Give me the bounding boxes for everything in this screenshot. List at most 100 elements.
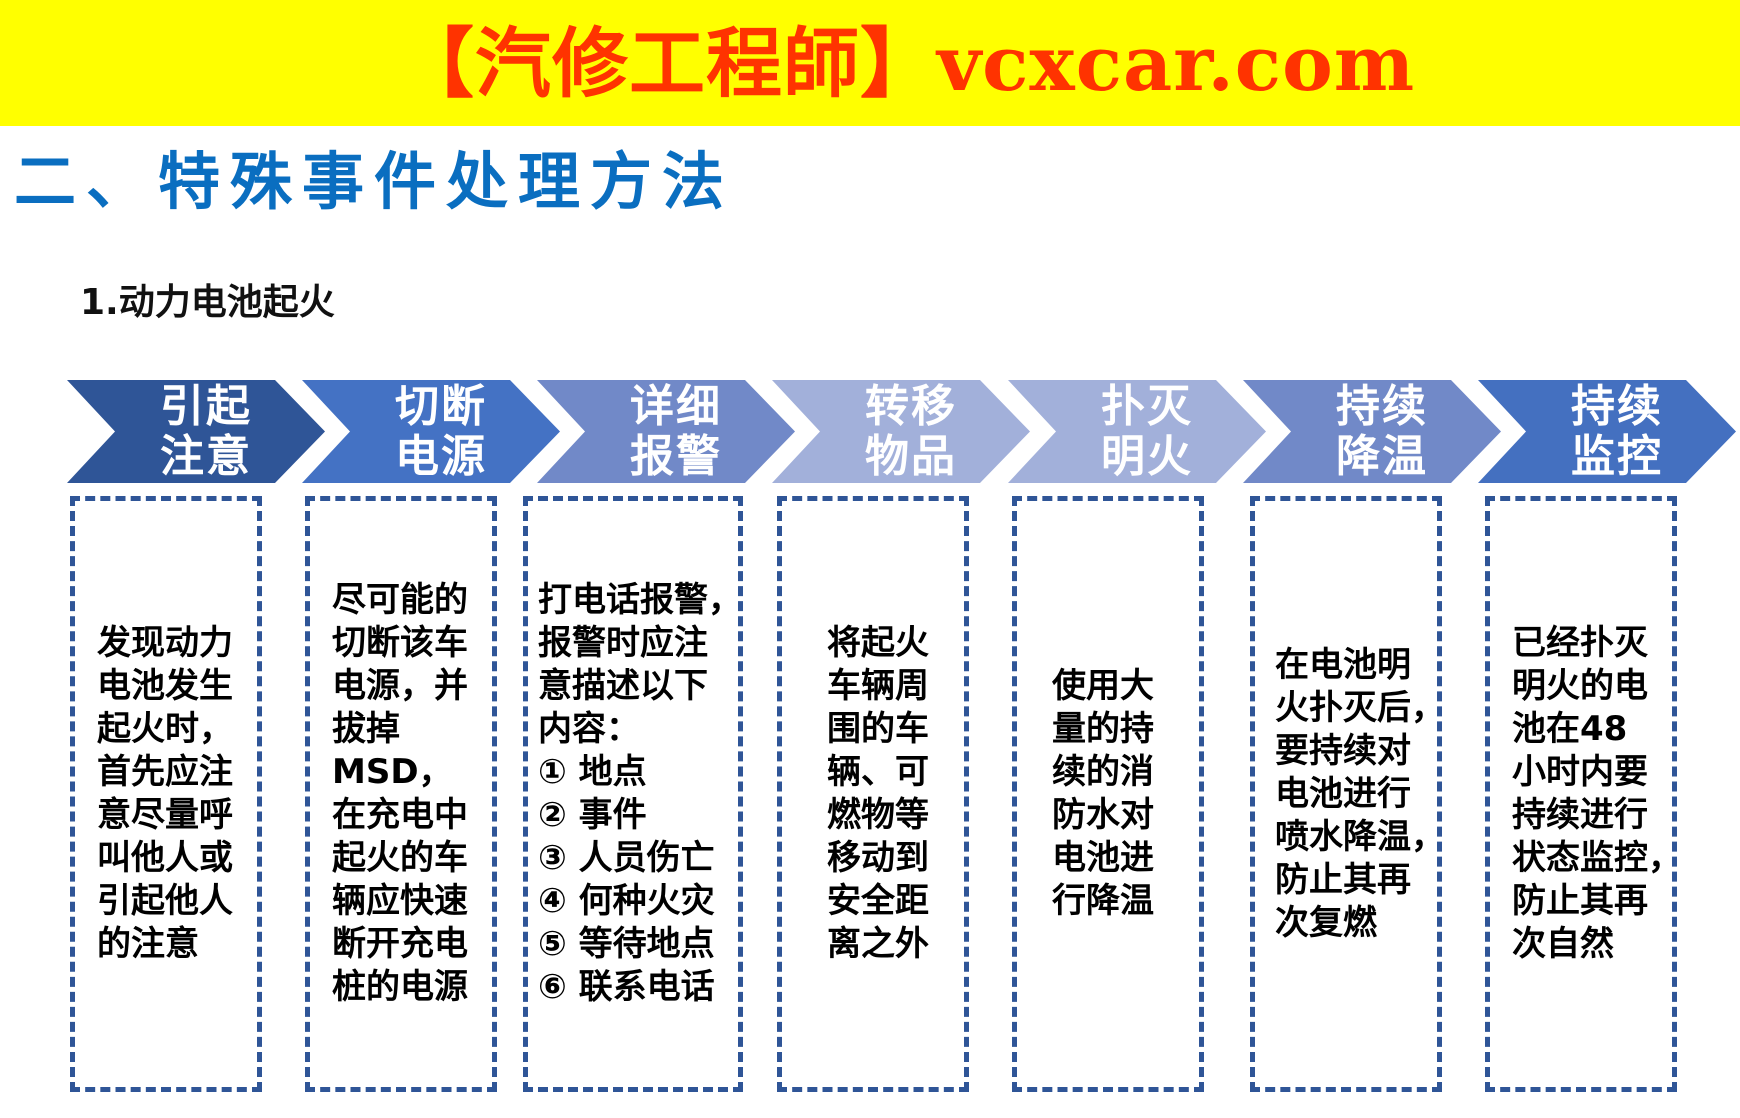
step-title-line: 电源 <box>395 430 487 482</box>
description-line: 喷水降温， <box>1275 816 1445 857</box>
step-chevron-4: 转移物品 <box>772 380 1030 483</box>
description-line: 报警时应注 <box>538 623 708 663</box>
description-line: 在充电中 <box>332 795 468 835</box>
step-title-line: 明火 <box>1101 430 1193 482</box>
description-line: 防止其再 <box>1512 881 1648 921</box>
step-description-box-6: 在电池明火扑灭后，要持续对电池进行喷水降温，防止其再次复燃 <box>1250 496 1445 1092</box>
step-title-line: 引起 <box>160 380 252 432</box>
description-line: 要持续对 <box>1275 730 1411 771</box>
banner-text: 【汽修工程師】vcxcar.com <box>398 19 1416 108</box>
section-title: 二、特殊事件处理方法 <box>14 145 735 218</box>
description-line: 断开充电 <box>332 924 468 964</box>
description-line: 首先应注 <box>97 752 233 792</box>
description-line: 起火的车 <box>332 838 468 878</box>
step-description-box-5: 使用大量的持续的消防水对电池进行降温 <box>1012 496 1204 1092</box>
description-line: 火扑灭后， <box>1275 687 1445 728</box>
step-title-line: 持续 <box>1571 380 1663 432</box>
description-line: 辆、可 <box>827 752 929 792</box>
description-line: 电池进 <box>1052 838 1154 878</box>
description-line: 的注意 <box>97 924 199 964</box>
step-title-line: 报警 <box>630 430 722 482</box>
description-line: 电池进行 <box>1275 773 1411 814</box>
description-line: 次复燃 <box>1275 902 1377 943</box>
description-line: ④ 何种火灾 <box>538 881 715 921</box>
description-line: 尽可能的 <box>332 580 468 620</box>
description-line: 行降温 <box>1052 881 1154 921</box>
description-line: 防水对 <box>1052 795 1154 835</box>
step-chevron-6: 持续降温 <box>1243 380 1501 483</box>
description-line: ① 地点 <box>538 752 647 792</box>
step-title: 扑灭明火 <box>1008 380 1266 483</box>
step-title-line: 转移 <box>865 380 957 432</box>
description-line: 次自然 <box>1512 924 1614 964</box>
step-title-line: 持续 <box>1336 380 1428 432</box>
description-line: 辆应快速 <box>332 881 468 921</box>
chevron-arrow-shape <box>1478 380 1736 483</box>
step-description: 使用大量的持续的消防水对电池进行降温 <box>1052 665 1154 923</box>
description-line: 持续进行 <box>1512 795 1648 835</box>
description-line: 拔掉 <box>332 709 400 749</box>
description-line: 池在48 <box>1512 709 1628 749</box>
description-line: 移动到 <box>827 838 929 878</box>
chevron-arrow-shape <box>1008 380 1266 483</box>
step-description-box-1: 发现动力电池发生起火时，首先应注意尽量呼叫他人或引起他人的注意 <box>70 496 262 1092</box>
description-line: 意尽量呼 <box>97 795 233 835</box>
subtitle: 1.动力电池起火 <box>80 282 335 323</box>
watermark-banner: 【汽修工程師】vcxcar.com <box>0 0 1740 126</box>
description-line: ⑥ 联系电话 <box>538 967 715 1007</box>
step-title: 持续监控 <box>1478 380 1736 483</box>
step-description: 在电池明火扑灭后，要持续对电池进行喷水降温，防止其再次复燃 <box>1275 644 1445 945</box>
description-line: 电池发生 <box>97 666 233 706</box>
chevron-arrow-shape <box>1243 380 1501 483</box>
description-line: 意描述以下 <box>538 666 708 706</box>
chevron-arrow-shape <box>67 380 325 483</box>
description-line: 状态监控， <box>1512 838 1682 878</box>
description-line: 叫他人或 <box>97 838 233 878</box>
description-line: ③ 人员伤亡 <box>538 838 715 878</box>
description-line: 起火时， <box>97 709 233 749</box>
description-line: 车辆周 <box>827 666 929 706</box>
description-line: 内容： <box>538 709 640 749</box>
description-line: 使用大 <box>1052 666 1154 706</box>
description-line: MSD， <box>332 752 453 792</box>
description-line: 发现动力 <box>97 623 233 663</box>
step-title: 详细报警 <box>537 380 795 483</box>
step-title: 引起注意 <box>67 380 325 483</box>
chevron-arrow-shape <box>772 380 1030 483</box>
description-line: 打电话报警， <box>538 580 742 620</box>
description-line: 切断该车 <box>332 623 468 663</box>
step-description: 发现动力电池发生起火时，首先应注意尽量呼叫他人或引起他人的注意 <box>97 622 233 966</box>
step-chevron-7: 持续监控 <box>1478 380 1736 483</box>
description-line: 安全距 <box>827 881 929 921</box>
description-line: 小时内要 <box>1512 752 1648 792</box>
description-line: 离之外 <box>827 924 929 964</box>
description-line: 已经扑灭 <box>1512 623 1648 663</box>
step-title: 转移物品 <box>772 380 1030 483</box>
description-line: 在电池明 <box>1275 644 1411 685</box>
step-title-line: 扑灭 <box>1101 380 1193 432</box>
description-line: 量的持 <box>1052 709 1154 749</box>
description-line: 电源，并 <box>332 666 468 706</box>
description-line: ② 事件 <box>538 795 647 835</box>
description-line: 围的车 <box>827 709 929 749</box>
step-title: 持续降温 <box>1243 380 1501 483</box>
description-line: 防止其再 <box>1275 859 1411 900</box>
step-description: 将起火车辆周围的车辆、可燃物等移动到安全距离之外 <box>827 622 929 966</box>
chevron-arrow-shape <box>302 380 560 483</box>
description-line: 桩的电源 <box>332 967 468 1007</box>
step-chevron-5: 扑灭明火 <box>1008 380 1266 483</box>
step-chevron-1: 引起注意 <box>67 380 325 483</box>
description-line: 续的消 <box>1052 752 1154 792</box>
step-chevron-2: 切断电源 <box>302 380 560 483</box>
step-title: 切断电源 <box>302 380 560 483</box>
step-title-line: 监控 <box>1571 430 1663 482</box>
step-chevron-3: 详细报警 <box>537 380 795 483</box>
step-description-box-4: 将起火车辆周围的车辆、可燃物等移动到安全距离之外 <box>777 496 969 1092</box>
step-title-line: 物品 <box>865 430 957 482</box>
step-title-line: 切断 <box>395 380 487 432</box>
